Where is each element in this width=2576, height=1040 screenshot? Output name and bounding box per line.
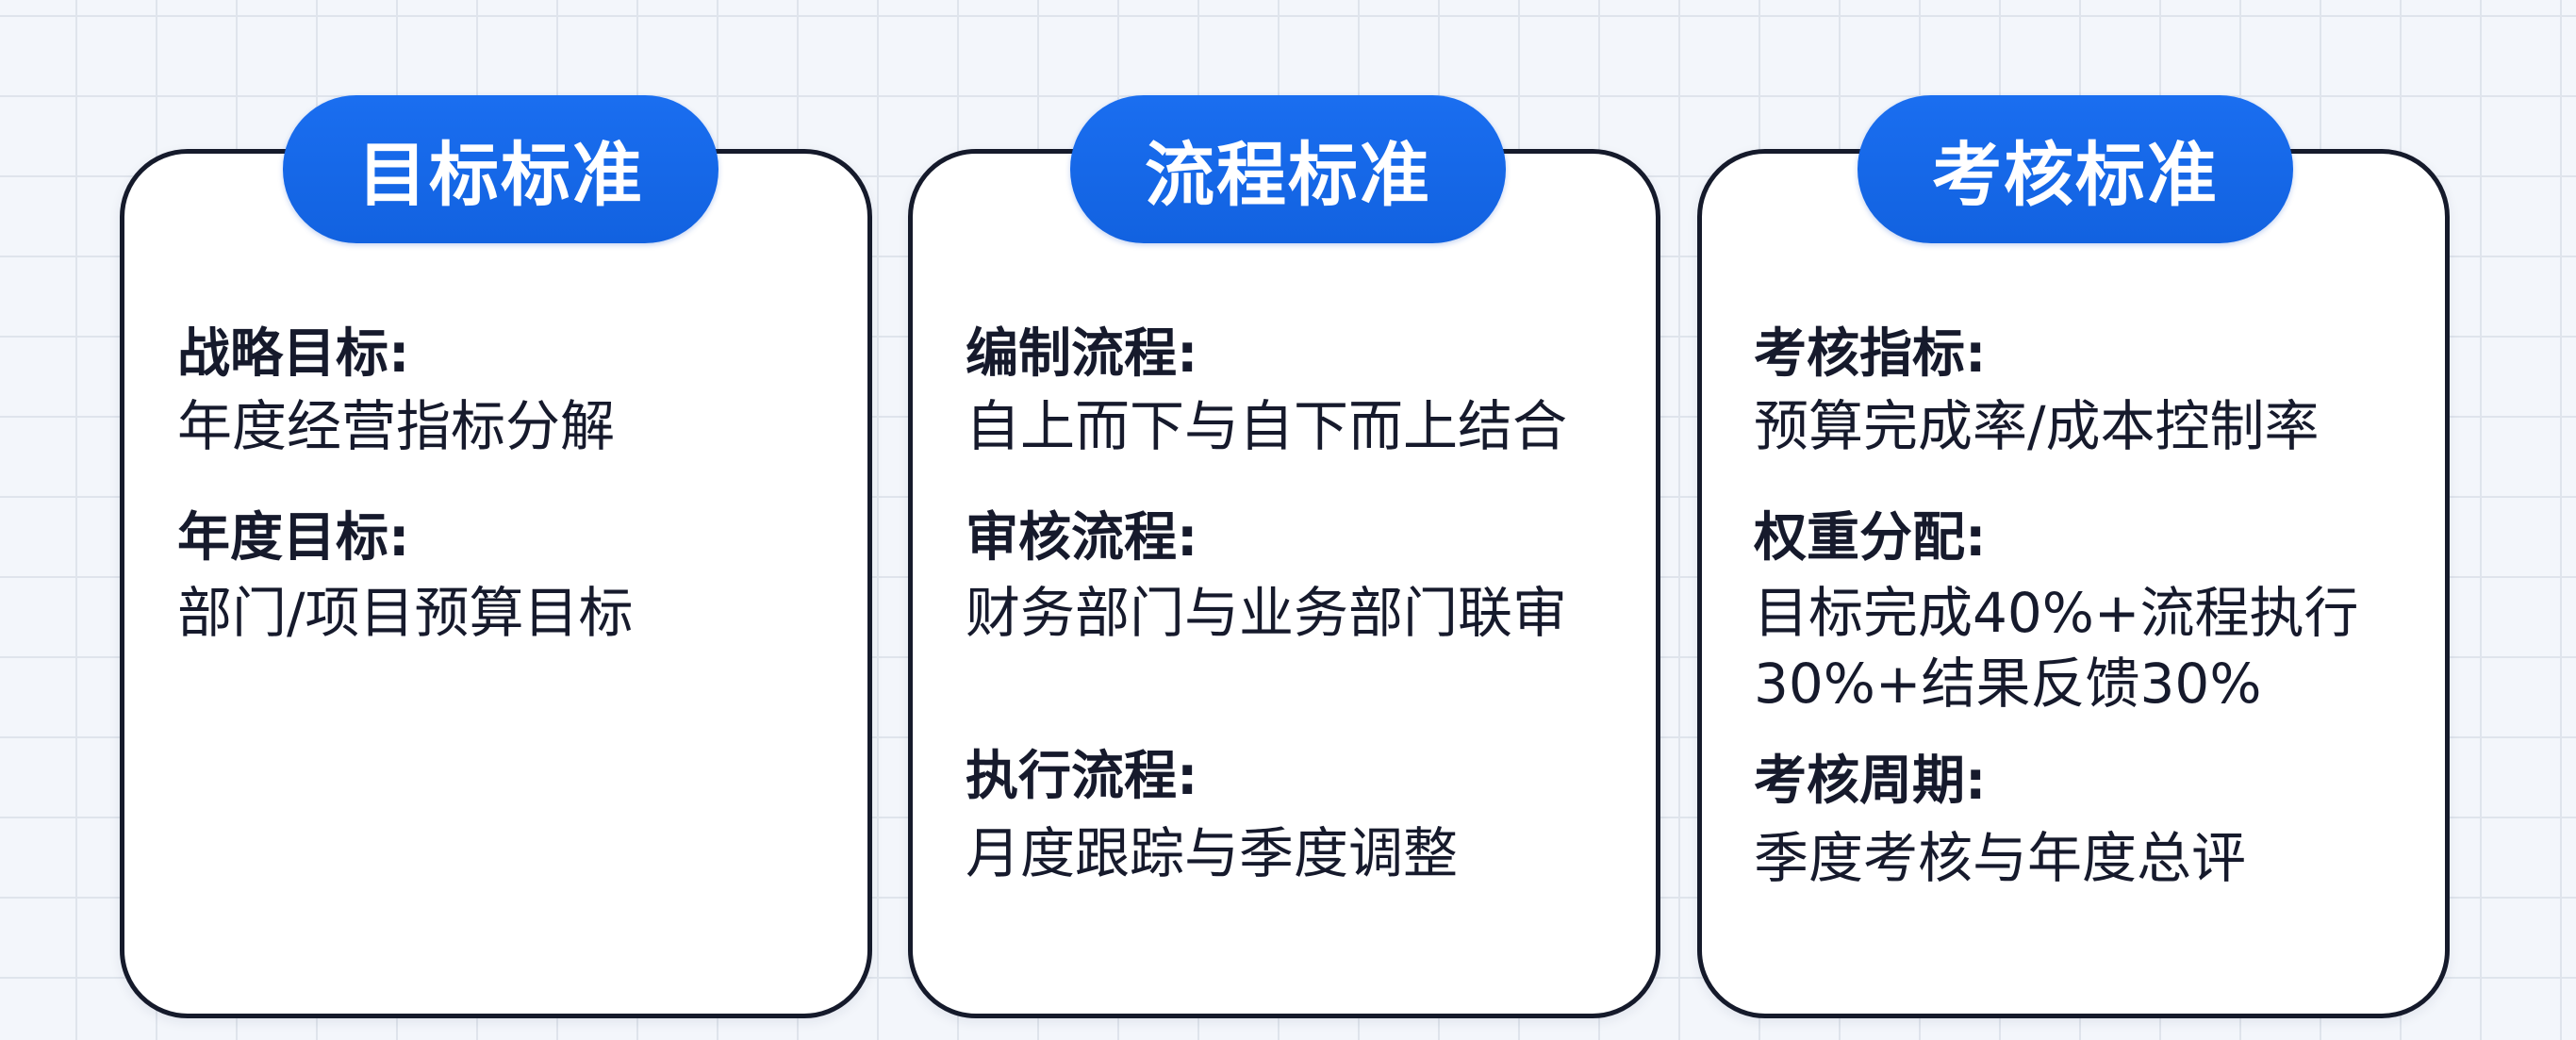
card-process-standard — [908, 149, 1660, 1018]
section-heading: 审核流程: — [966, 507, 1198, 569]
card-title: 考核标准 — [1932, 135, 2219, 216]
section-heading: 战略目标: — [177, 323, 410, 385]
section-body: 部门/项目预算目标 — [177, 581, 634, 645]
section-body: 年度经营指标分解 — [177, 394, 616, 458]
section-body: 目标完成40%+流程执行 — [1754, 581, 2359, 645]
card-title-badge: 目标标准 — [283, 95, 718, 243]
section-body: 财务部门与业务部门联审 — [966, 581, 1568, 645]
section-heading: 编制流程: — [966, 323, 1198, 385]
section-body: 30%+结果反馈30% — [1754, 652, 2262, 716]
card-assessment-standard — [1697, 149, 2450, 1018]
section-body: 季度考核与年度总评 — [1754, 826, 2247, 890]
section-heading: 考核指标: — [1754, 323, 1987, 385]
card-title-badge: 考核标准 — [1858, 95, 2293, 243]
card-title: 目标标准 — [357, 135, 644, 216]
card-title-badge: 流程标准 — [1070, 95, 1506, 243]
section-heading: 年度目标: — [177, 507, 410, 569]
section-body: 自上而下与自下而上结合 — [966, 394, 1568, 458]
card-target-standard — [120, 149, 872, 1018]
section-heading: 权重分配: — [1754, 507, 1987, 569]
section-body: 月度跟踪与季度调整 — [966, 821, 1459, 885]
card-title: 流程标准 — [1145, 135, 1431, 216]
section-heading: 执行流程: — [966, 746, 1198, 807]
section-heading: 考核周期: — [1754, 751, 1987, 812]
section-body: 预算完成率/成本控制率 — [1754, 394, 2320, 458]
